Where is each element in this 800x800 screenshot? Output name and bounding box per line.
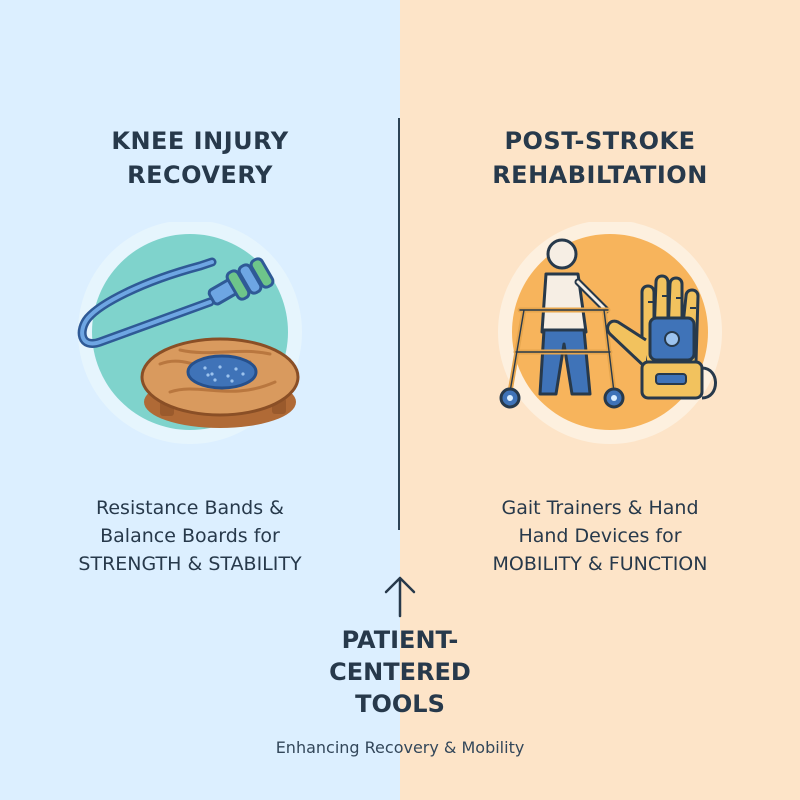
right-title-line-1: POST-STROKE [504, 127, 696, 155]
walker-user-icon [499, 238, 625, 409]
left-title: KNEE INJURY RECOVERY [20, 124, 380, 192]
right-desc-line-1: Gait Trainers & Hand [501, 497, 699, 519]
subtitle: Enhancing Recovery & Mobility [275, 738, 525, 757]
balance-board-icon [140, 337, 300, 428]
left-description: Resistance Bands & Balance Boards for ST… [0, 494, 380, 578]
right-title: POST-STROKE REHABILTATION [420, 124, 780, 192]
center-title-line-2: CENTERED [329, 658, 471, 686]
center-divider [398, 118, 400, 530]
knee-recovery-illustration [77, 222, 302, 444]
center-title-line-3: TOOLS [355, 690, 445, 718]
center-title: PATIENT- CENTERED TOOLS [300, 624, 500, 720]
left-title-line-2: RECOVERY [127, 161, 273, 189]
center-title-line-1: PATIENT- [341, 626, 459, 654]
up-arrow-icon [384, 576, 416, 618]
right-description: Gait Trainers & Hand Hand Devices for MO… [410, 494, 790, 578]
left-title-line-1: KNEE INJURY [111, 127, 289, 155]
left-desc-line-1: Resistance Bands & [96, 497, 284, 519]
left-desc-line-3: STRENGTH & STABILITY [78, 553, 302, 575]
robotic-hand-glove-icon [606, 274, 717, 400]
post-stroke-illustration [498, 222, 722, 444]
right-desc-line-2: Hand Devices for [518, 525, 682, 547]
right-desc-line-3: MOBILITY & FUNCTION [492, 553, 708, 575]
right-title-line-2: REHABILTATION [492, 161, 708, 189]
left-desc-line-2: Balance Boards for [100, 525, 280, 547]
resistance-band-icon [77, 257, 275, 348]
